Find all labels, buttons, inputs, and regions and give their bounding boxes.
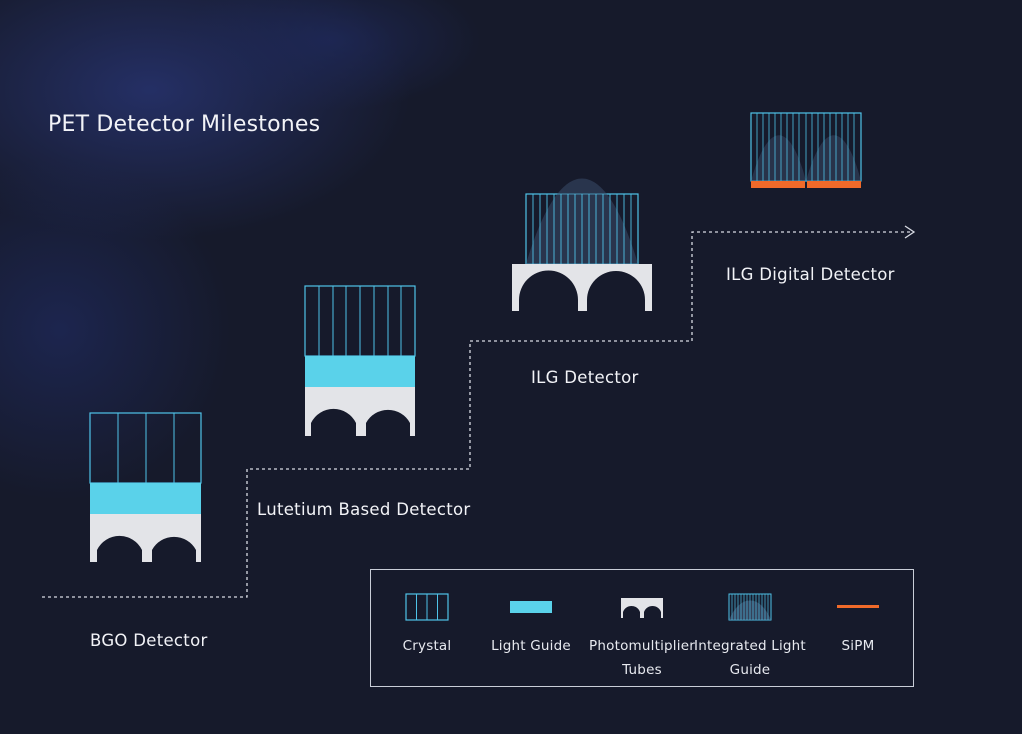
legend-item-light-guide: Light Guide <box>471 570 591 688</box>
arrow-head-icon <box>904 225 916 239</box>
ilg-pmt <box>512 264 652 311</box>
page-title: PET Detector Milestones <box>48 112 321 137</box>
legend-label-light-guide: Light Guide <box>491 638 571 654</box>
legend-label-sipm: SiPM <box>841 638 875 654</box>
pmt-icon <box>621 598 663 618</box>
milestone-label-lutetium: Lutetium Based Detector <box>257 500 471 519</box>
ilg-detector-graphic <box>512 178 652 311</box>
staircase-path <box>42 231 912 598</box>
legend: Crystal Light Guide Photomultiplier Tube… <box>370 569 914 687</box>
sipm-icon <box>837 605 879 608</box>
legend-item-ilg: Integrated Light Guide <box>690 570 810 688</box>
lutetium-pmt <box>305 387 415 436</box>
lutetium-detector-graphic <box>304 285 416 436</box>
legend-item-crystal: Crystal <box>367 570 487 688</box>
bgo-light-guide <box>90 483 201 514</box>
digital-integrated-light-guide-right <box>806 135 861 181</box>
legend-item-sipm: SiPM <box>798 570 918 688</box>
digital-sipm-left <box>751 181 805 188</box>
lutetium-light-guide <box>305 356 415 387</box>
digital-integrated-light-guide-left <box>751 135 806 181</box>
digital-sipm-right <box>807 181 861 188</box>
light-guide-icon <box>510 601 552 613</box>
bgo-detector-graphic <box>89 412 202 562</box>
milestone-label-ilg-digital: ILG Digital Detector <box>726 265 895 284</box>
milestone-label-ilg: ILG Detector <box>531 368 639 387</box>
legend-label-crystal: Crystal <box>402 638 452 654</box>
integrated-light-guide-icon <box>728 593 772 621</box>
legend-label-pmt: Photomultiplier Tubes <box>589 638 695 678</box>
milestone-label-bgo: BGO Detector <box>90 631 208 650</box>
crystal-icon <box>405 593 449 621</box>
bgo-pmt <box>90 514 201 562</box>
legend-label-ilg: Integrated Light Guide <box>694 638 806 678</box>
ilg-digital-detector-graphic <box>750 112 862 188</box>
legend-item-pmt: Photomultiplier Tubes <box>582 570 702 688</box>
